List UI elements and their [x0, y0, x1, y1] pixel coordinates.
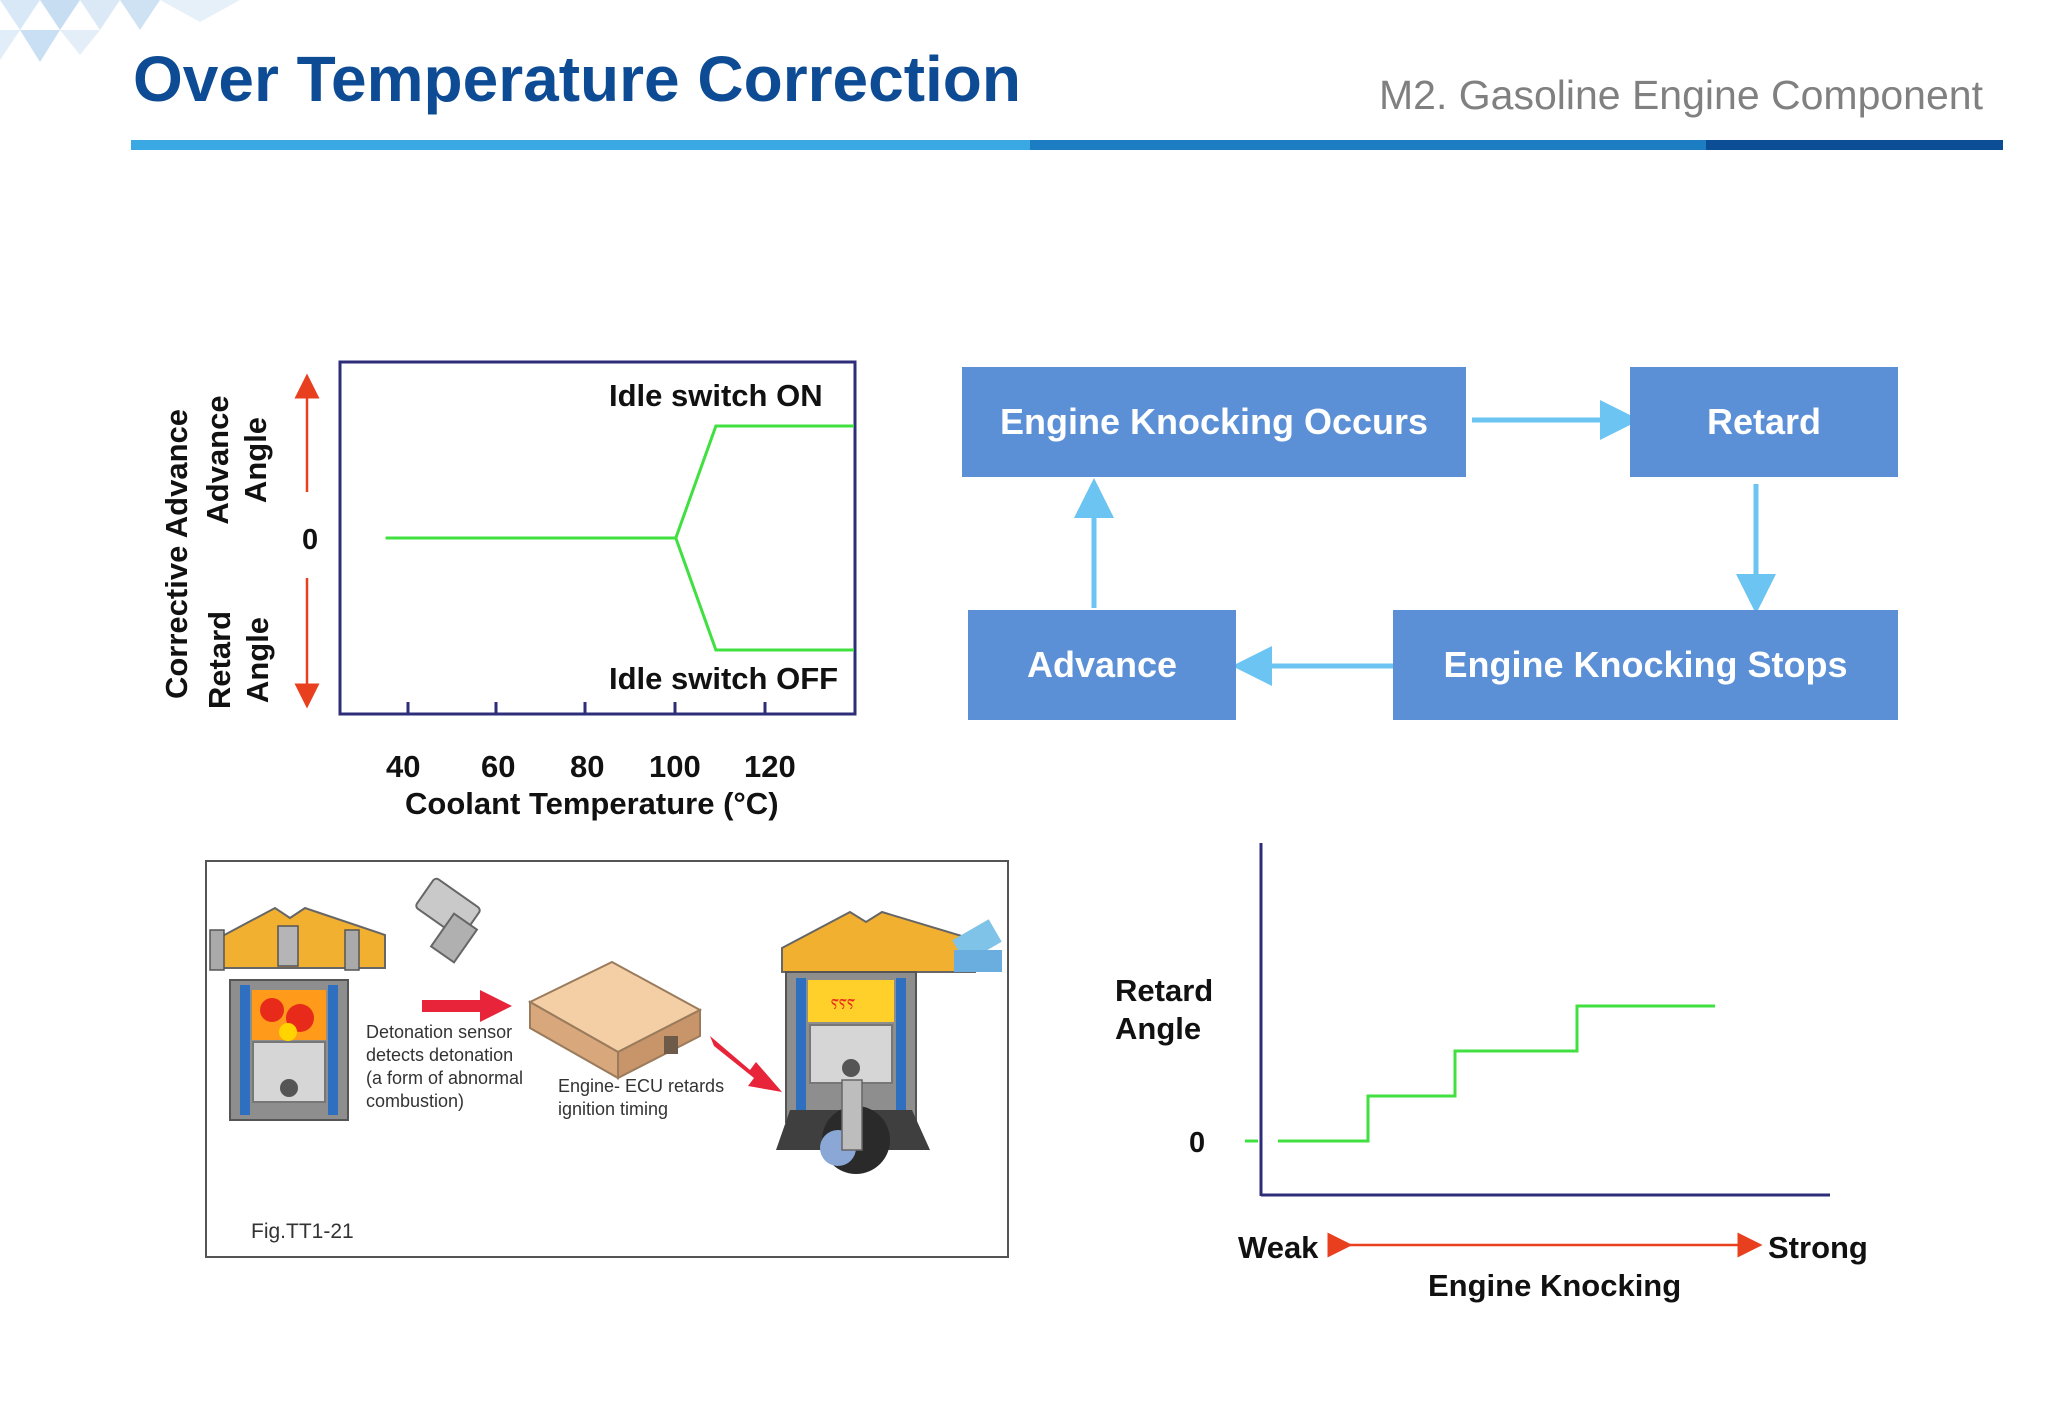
header-rule-light [131, 140, 1030, 150]
knock-zero-label: 0 [1189, 1127, 1206, 1159]
detonation-sensor-icon [415, 877, 481, 964]
knock-y-label-line2: Angle [1115, 1011, 1202, 1046]
sensor-text-line: combustion) [366, 1091, 465, 1111]
ecu-text-line: ignition timing [558, 1099, 669, 1119]
x-tick-label-100: 100 [649, 749, 701, 784]
idle-off-curve [385, 536, 854, 652]
weak-label: Weak [1238, 1230, 1319, 1265]
sensor-text-line: Detonation sensor [366, 1022, 513, 1042]
ecu-text-line: Engine- ECU retards [558, 1076, 725, 1096]
header-rule-dark [1706, 140, 2003, 150]
corner-pattern [0, 0, 240, 62]
idle-on-label: Idle switch ON [609, 378, 823, 413]
retard-box: Retard [1630, 367, 1898, 477]
module-label: M2. Gasoline Engine Component [1379, 72, 1983, 118]
left-engine-icon [209, 906, 386, 1121]
sensor-text-line: detects detonation [366, 1045, 514, 1065]
knock-x-label: Engine Knocking [1428, 1268, 1682, 1303]
ecu-icon [527, 960, 703, 1080]
sensor-text-line: (a form of abnormal [366, 1068, 524, 1088]
engine-knocking-stops-box: Engine Knocking Stops [1393, 610, 1898, 720]
x-tick-label-40: 40 [386, 749, 421, 784]
red-arrow-1 [422, 990, 512, 1022]
temp-y-zero: 0 [302, 524, 319, 556]
temp-x-label: Coolant Temperature (°C) [405, 786, 779, 821]
advance-box: Advance [968, 610, 1236, 720]
x-tick-label-80: 80 [570, 749, 605, 784]
strong-label: Strong [1768, 1230, 1868, 1265]
figure-caption: Fig.TT1-21 [251, 1220, 354, 1243]
knock-step-curve [1278, 1004, 1715, 1143]
knock-y-label: Retard Angle [1115, 972, 1213, 1048]
x-tick-label-60: 60 [481, 749, 516, 784]
header-rule-mid [1030, 140, 1706, 150]
knock-y-label-line1: Retard [1115, 973, 1214, 1008]
x-tick-label-120: 120 [744, 749, 796, 784]
sensor-description: Detonation sensor detects detonation (a … [366, 1021, 523, 1113]
right-engine-icon: ⲋⲋⲋ [776, 910, 1002, 1174]
temp-chart-frame [338, 360, 857, 716]
slide-title: Over Temperature Correction [133, 43, 1021, 115]
idle-off-label: Idle switch OFF [609, 661, 839, 696]
spark-icon: ⲋⲋⲋ [831, 991, 855, 1013]
ecu-description: Engine- ECU retards ignition timing [558, 1075, 724, 1121]
red-arrow-2 [710, 1036, 782, 1092]
engine-knocking-occurs-box: Engine Knocking Occurs [962, 367, 1466, 477]
